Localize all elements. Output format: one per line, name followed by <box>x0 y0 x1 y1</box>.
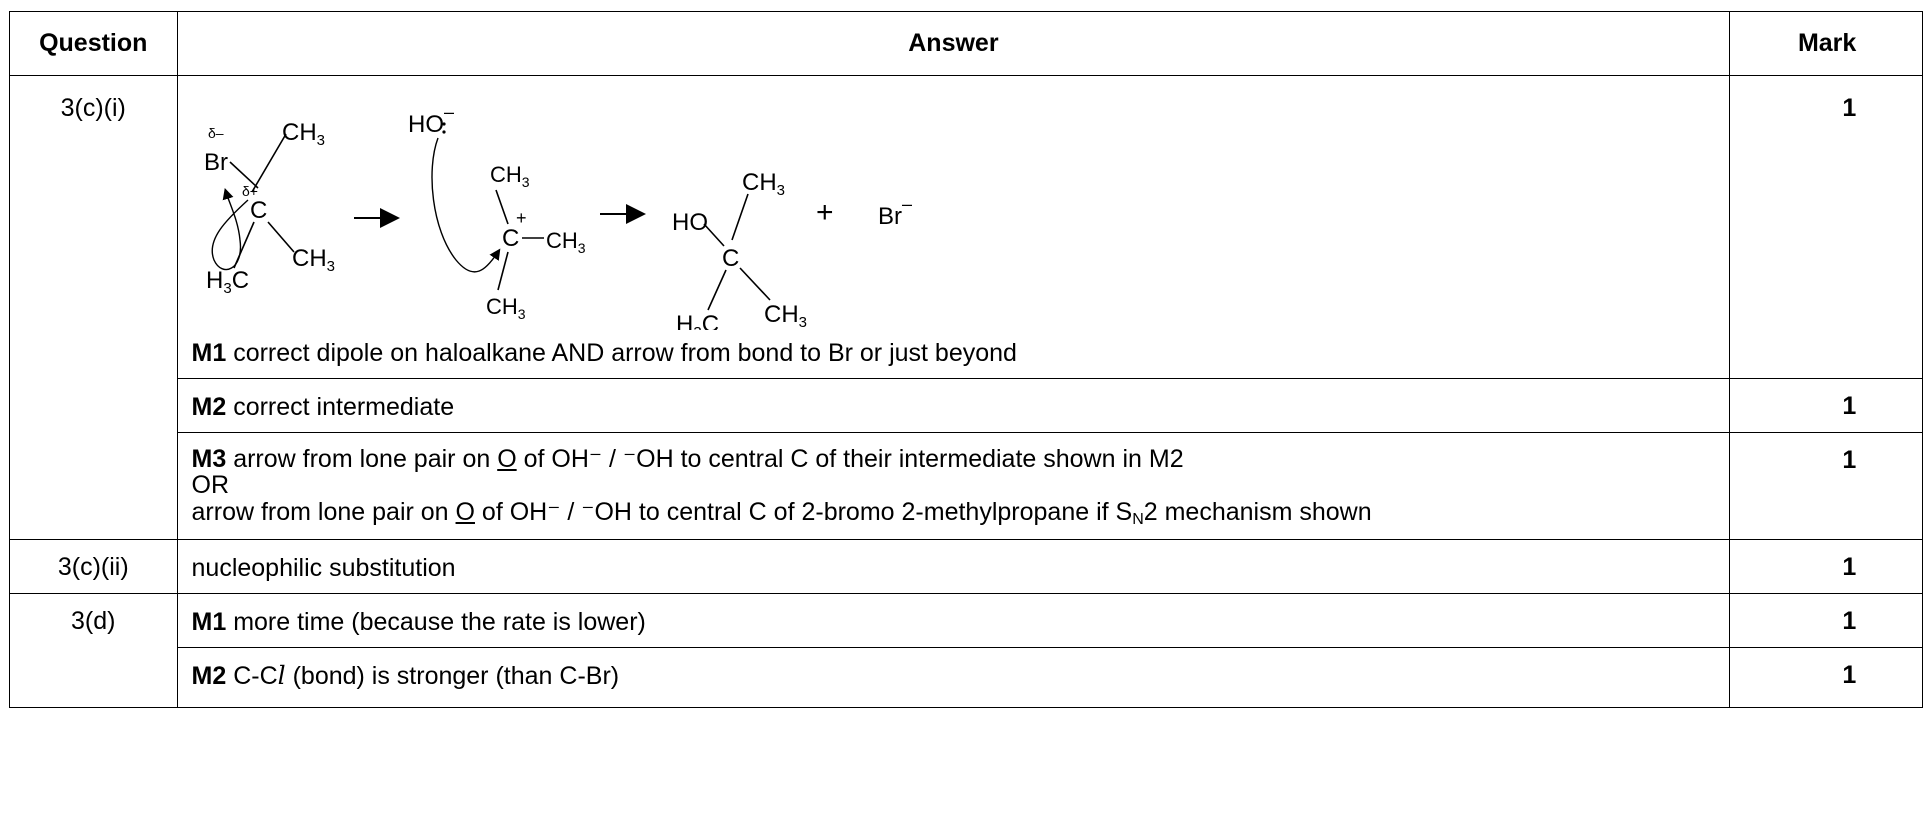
question-cell: 3(c)(ii) <box>9 539 178 594</box>
methyl-group-top: CH3 <box>490 162 530 190</box>
carbocation-carbon: C <box>502 225 519 252</box>
mark-cell: 1 <box>1729 378 1923 433</box>
mark-cell: 1 <box>1729 647 1923 708</box>
table-row: 3(c)(ii) nucleophilic substitution 1 <box>9 539 1923 594</box>
table-row: M3 arrow from lone pair on O of OH⁻ / ⁻O… <box>10 432 1923 540</box>
answer-cell: M2 C-Cl (bond) is stronger (than C-Br) <box>176 647 1731 708</box>
mark-cell: 1 <box>1729 432 1923 540</box>
methyl-group-top: CH3 <box>282 119 325 149</box>
methyl-group-left: H3C <box>676 311 719 330</box>
hydroxyl-group: HO <box>672 209 708 236</box>
methyl-group-top: CH3 <box>742 169 785 199</box>
curly-arrow-oh-to-carbon <box>430 137 500 273</box>
table-row: 3(c)(i) δ– Br CH3 δ+ C <box>9 75 1923 540</box>
methyl-group-right: CH3 <box>292 245 335 275</box>
methyl-group-bottom: CH3 <box>486 294 526 322</box>
header-mark: Mark <box>1729 11 1923 76</box>
methyl-group-left: H3C <box>206 267 249 297</box>
question-cell: 3(c)(i) <box>9 75 178 540</box>
table-row: M2 C-Cl (bond) is stronger (than C-Br) 1 <box>10 647 1923 708</box>
plus-sign: + <box>816 196 834 229</box>
header-question: Question <box>9 11 178 76</box>
header-answer: Answer <box>176 11 1731 76</box>
central-carbon: C <box>250 197 267 224</box>
table-row: M2 correct intermediate 1 <box>10 378 1923 433</box>
answer-cell: M1 more time (because the rate is lower) <box>176 593 1731 648</box>
answer-cell: M3 arrow from lone pair on O of OH⁻ / ⁻O… <box>176 432 1731 540</box>
question-cell: 3(d) <box>9 593 178 708</box>
mechanism-diagram: δ– Br CH3 δ+ C CH3 H3C HO– CH3 <box>204 102 912 330</box>
delta-plus-label: δ+ <box>242 183 258 199</box>
mark-scheme-table: Question Answer Mark 3(c)(i) δ– Br C <box>9 11 1923 708</box>
hydroxide-ion: HO– <box>408 102 454 138</box>
mark-cell: 1 <box>1729 593 1923 648</box>
header-row: Question Answer Mark <box>9 11 1923 76</box>
bromide-ion: Br– <box>878 194 912 230</box>
methyl-group-right: CH3 <box>764 301 807 330</box>
delta-minus-label: δ– <box>208 125 224 141</box>
curly-arrow-bond-to-br <box>211 187 248 271</box>
answer-cell: nucleophilic substitution <box>176 539 1731 594</box>
bromine-atom: Br <box>204 149 228 176</box>
mark-cell: 1 <box>1729 75 1923 379</box>
answer-cell: M2 correct intermediate <box>176 378 1731 433</box>
answer-cell: δ– Br CH3 δ+ C CH3 H3C HO– CH3 <box>176 75 1731 379</box>
product-carbon: C <box>722 245 739 272</box>
methyl-group-right: CH3 <box>546 228 586 256</box>
m1-description: M1 correct dipole on haloalkane AND arro… <box>191 339 1017 367</box>
mark-cell: 1 <box>1729 539 1923 594</box>
positive-charge: + <box>516 208 527 228</box>
table-row: 3(d) M1 more time (because the rate is l… <box>9 593 1923 708</box>
